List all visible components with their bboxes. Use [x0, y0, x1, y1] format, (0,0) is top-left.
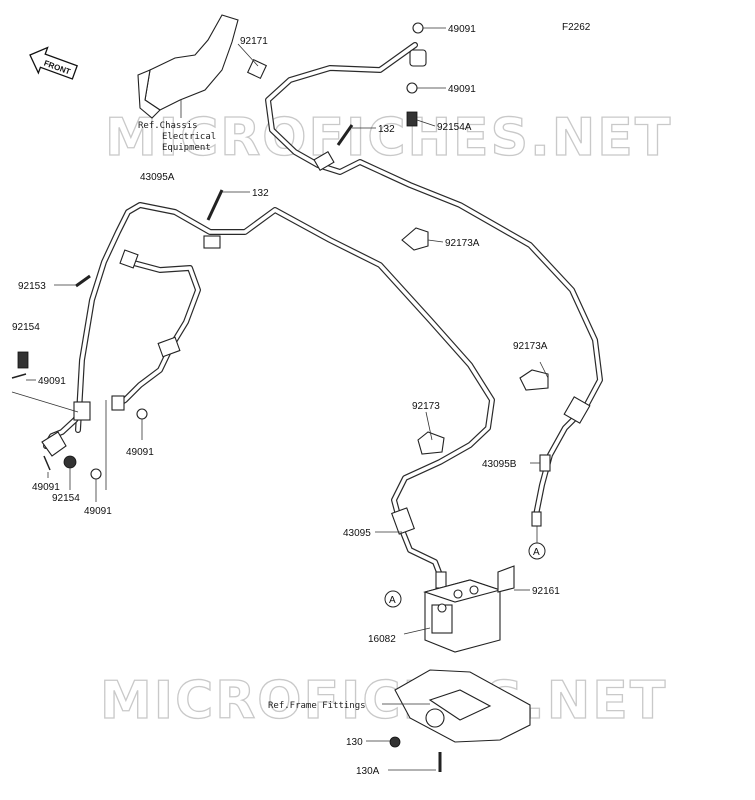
- label-132-left: 132: [252, 188, 269, 199]
- callout-a-left: A: [384, 590, 402, 608]
- label-130: 130: [346, 737, 363, 748]
- leader-lines: [11, 27, 549, 771]
- brake-hose-secondary: [43, 259, 201, 449]
- bolt-92153-icon: [75, 274, 91, 288]
- label-16082: 16082: [368, 634, 396, 645]
- label-92154-bottom: 92154: [52, 493, 80, 504]
- watermark-bottom: MICROFICHES.NET: [100, 671, 667, 731]
- hose-sleeves: [73, 151, 591, 589]
- abs-hydraulic-unit: [423, 579, 502, 653]
- washer-49091-center: [136, 408, 148, 420]
- label-132-top: 132: [378, 124, 395, 135]
- label-49091-mid: 49091: [448, 84, 476, 95]
- label-92173A-right: 92173A: [513, 341, 548, 352]
- frame-fittings-bracket: [394, 669, 531, 743]
- part-labels: 92171 49091 49091 132 92154A 43095A 132 …: [12, 24, 560, 777]
- brake-hose-43095B: [265, 42, 603, 518]
- label-92154-left: 92154: [12, 322, 40, 333]
- clamp-92173A-right: [519, 369, 549, 391]
- label-92153: 92153: [18, 281, 46, 292]
- svg-text:A: A: [389, 595, 396, 606]
- label-130A: 130A: [356, 766, 380, 777]
- label-49091-lowest: 49091: [84, 506, 112, 517]
- svg-text:Electrical: Electrical: [162, 132, 216, 142]
- ref-chassis-text: Ref.Chassis Electrical Equipment: [138, 121, 216, 153]
- label-43095B: 43095B: [482, 459, 517, 470]
- front-arrow-icon: FRONT: [29, 46, 78, 80]
- ref-frame-fittings-text: Ref.Frame Fittings: [268, 701, 366, 711]
- svg-text:Equipment: Equipment: [162, 143, 211, 153]
- label-92154A: 92154A: [437, 122, 472, 133]
- svg-text:Ref.Chassis: Ref.Chassis: [138, 121, 198, 131]
- bolt-132-top-icon: [336, 124, 354, 146]
- clamp-92173A-top: [401, 227, 429, 251]
- brake-hose-43095A: [75, 202, 495, 578]
- watermark-top: MICROFICHES.NET: [105, 108, 672, 168]
- bracket-chassis-part: [137, 14, 268, 119]
- svg-text:A: A: [533, 547, 540, 558]
- label-43095: 43095: [343, 528, 371, 539]
- label-49091-left: 49091: [38, 376, 66, 387]
- bolt-132-left-icon: [206, 189, 224, 221]
- label-92171: 92171: [240, 36, 268, 47]
- label-92173: 92173: [412, 401, 440, 412]
- diagram-code: F2262: [562, 22, 591, 33]
- label-43095A: 43095A: [140, 172, 175, 183]
- clamp-92173: [417, 431, 445, 455]
- bolt-92154-left-icon: [11, 351, 29, 379]
- callout-a-right: A: [528, 542, 546, 560]
- label-49091-bottom: 49091: [32, 482, 60, 493]
- label-92173A-top: 92173A: [445, 238, 480, 249]
- label-49091-center: 49091: [126, 447, 154, 458]
- bolt-130-icon: [389, 736, 401, 748]
- label-49091-top: 49091: [448, 24, 476, 35]
- bracket-92161: [497, 565, 515, 593]
- banjo-fitting-top: [406, 22, 427, 127]
- label-92161: 92161: [532, 586, 560, 597]
- banjo-fitting-left: [41, 431, 102, 480]
